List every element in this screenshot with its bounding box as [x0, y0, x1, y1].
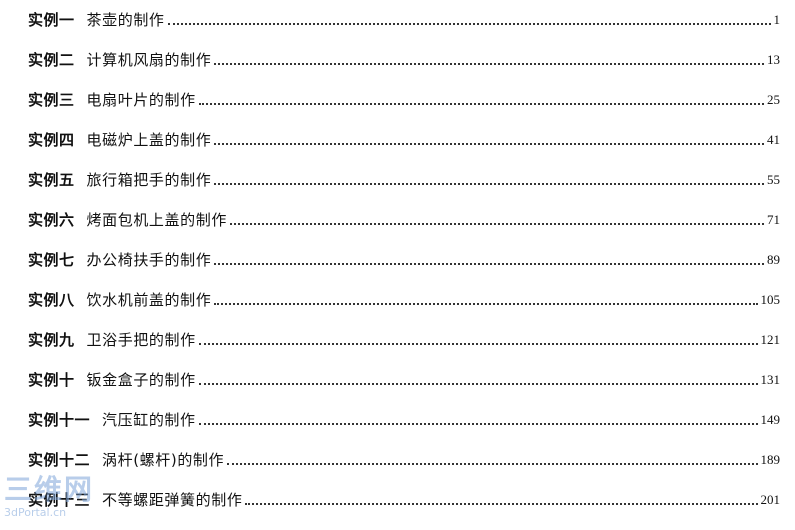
entry-label: 实例三 [28, 91, 75, 109]
entry-label: 实例十一 [28, 411, 91, 429]
entry-page-number: 189 [760, 452, 781, 467]
toc-entry-10: 实例十 钣金盒子的制作 131 [28, 364, 780, 390]
entry-title: 不等螺距弹簧的制作 [102, 491, 243, 509]
dot-leader [227, 463, 758, 465]
entry-title: 钣金盒子的制作 [86, 371, 196, 389]
toc-entry-11: 实例十一 汽压缸的制作 149 [28, 404, 780, 430]
entry-page-number: 41 [767, 132, 780, 147]
dot-leader [214, 63, 764, 65]
entry-title: 茶壶的制作 [86, 11, 165, 29]
entry-label: 实例八 [28, 291, 75, 309]
entry-title: 汽压缸的制作 [102, 411, 196, 429]
entry-page-number: 25 [767, 92, 780, 107]
toc-entry-8: 实例八 饮水机前盖的制作 105 [28, 284, 780, 310]
toc-entry-7: 实例七 办公椅扶手的制作 89 [28, 244, 780, 270]
entry-label: 实例十二 [28, 451, 91, 469]
entry-title: 旅行箱把手的制作 [86, 171, 212, 189]
entry-label: 实例一 [28, 11, 75, 29]
dot-leader [214, 143, 764, 145]
watermark-logo-text: 三维网 [4, 473, 95, 506]
toc-entry-3: 实例三 电扇叶片的制作 25 [28, 84, 780, 110]
entry-label: 实例四 [28, 131, 75, 149]
toc-entry-1: 实例一 茶壶的制作 1 [28, 4, 780, 30]
entry-title: 卫浴手把的制作 [86, 331, 196, 349]
entry-page-number: 121 [760, 332, 781, 347]
dot-leader [245, 503, 758, 505]
entry-title: 涡杆(螺杆)的制作 [102, 451, 225, 469]
dot-leader [198, 423, 758, 425]
toc-entry-5: 实例五 旅行箱把手的制作 55 [28, 164, 780, 190]
entry-label: 实例九 [28, 331, 75, 349]
toc-entry-2: 实例二 计算机风扇的制作 13 [28, 44, 780, 70]
entry-title: 烤面包机上盖的制作 [86, 211, 227, 229]
entry-page-number: 13 [767, 52, 780, 67]
dot-leader [214, 263, 764, 265]
entry-label: 实例十 [28, 371, 75, 389]
dot-leader [198, 103, 764, 105]
entry-page-number: 1 [773, 12, 781, 27]
dot-leader [229, 223, 764, 225]
entry-page-number: 71 [767, 212, 780, 227]
toc-entry-9: 实例九 卫浴手把的制作 121 [28, 324, 780, 350]
toc-entry-12: 实例十二 涡杆(螺杆)的制作 189 [28, 444, 780, 470]
entry-label: 实例十三 [28, 491, 91, 509]
entry-label: 实例六 [28, 211, 75, 229]
entry-title: 电扇叶片的制作 [86, 91, 196, 109]
dot-leader [198, 383, 758, 385]
entry-page-number: 201 [760, 492, 781, 507]
toc-entry-4: 实例四 电磁炉上盖的制作 41 [28, 124, 780, 150]
entry-page-number: 105 [760, 292, 781, 307]
dot-leader [214, 303, 758, 305]
dot-leader [198, 343, 758, 345]
entry-title: 电磁炉上盖的制作 [86, 131, 212, 149]
entry-page-number: 131 [760, 372, 781, 387]
entry-title: 计算机风扇的制作 [86, 51, 212, 69]
entry-page-number: 89 [767, 252, 780, 267]
dot-leader [214, 183, 764, 185]
entry-page-number: 149 [760, 412, 781, 427]
entry-label: 实例五 [28, 171, 75, 189]
watermark-url: 3dPortal.cn [4, 506, 67, 519]
toc-entry-13: 实例十三 不等螺距弹簧的制作 201 [28, 484, 780, 510]
toc-entry-6: 实例六 烤面包机上盖的制作 71 [28, 204, 780, 230]
site-watermark: 三维网 3dPortal.cn [2, 474, 112, 526]
dot-leader [167, 23, 771, 25]
entry-label: 实例二 [28, 51, 75, 69]
entry-label: 实例七 [28, 251, 75, 269]
entry-title: 饮水机前盖的制作 [86, 291, 212, 309]
entry-page-number: 55 [767, 172, 780, 187]
entry-title: 办公椅扶手的制作 [86, 251, 212, 269]
